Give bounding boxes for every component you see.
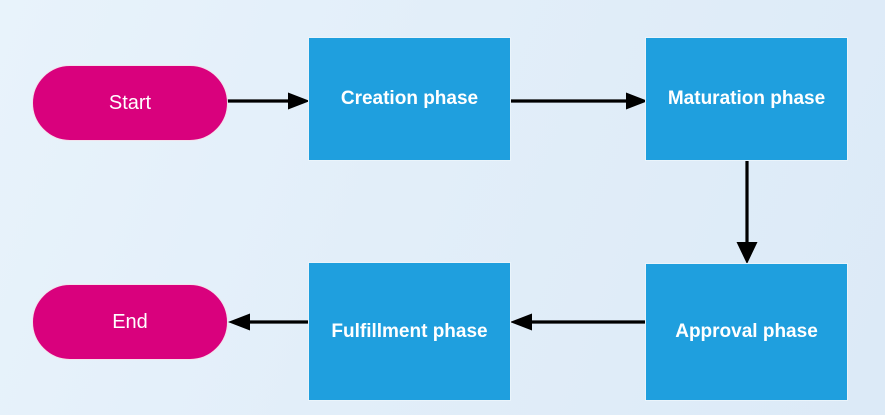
node-start-label: Start [108,91,152,114]
connector-creation-to-maturation [508,88,650,114]
connector-approval-to-fulfillment [508,309,650,335]
node-start[interactable]: Start [32,65,228,141]
node-maturation-phase-label: Maturation phase [667,88,826,110]
node-fulfillment-phase[interactable]: Fulfillment phase [308,262,511,401]
connector-start-to-creation [226,88,312,114]
connector-maturation-to-approval [733,158,761,266]
node-fulfillment-phase-label: Fulfillment phase [331,320,488,342]
node-maturation-phase[interactable]: Maturation phase [645,37,848,161]
node-end-label: End [112,310,148,333]
connector-fulfillment-to-end [226,309,312,335]
node-approval-phase[interactable]: Approval phase [645,263,848,401]
node-creation-phase[interactable]: Creation phase [308,37,511,161]
node-approval-phase-label: Approval phase [675,321,818,343]
node-creation-phase-label: Creation phase [340,88,479,110]
node-end[interactable]: End [32,284,228,360]
